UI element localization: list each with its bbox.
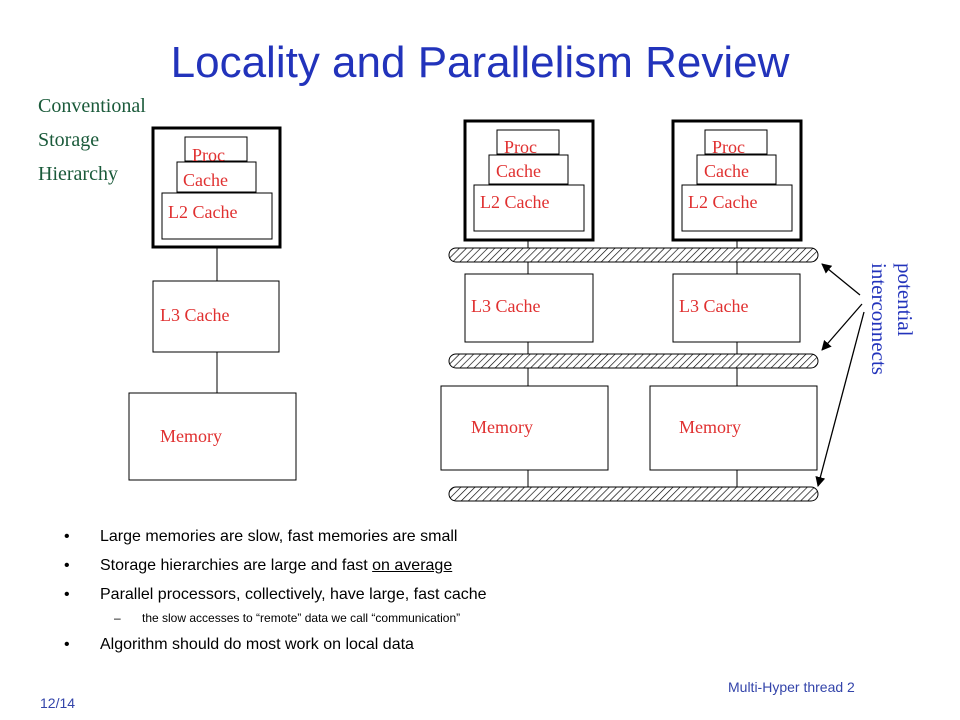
memory-label: Memory	[160, 426, 222, 446]
cache-box	[488, 154, 569, 185]
interconnect-bus	[448, 247, 819, 263]
footer-date: 12/14	[40, 695, 76, 711]
l2-cache-label: L2 Cache	[688, 192, 757, 212]
cache-label: Cache	[496, 161, 541, 181]
bullet-list: Large memories are slow, fast memories a…	[62, 528, 862, 665]
conventional-hierarchy-label: Conventional Storage Hierarchy	[38, 95, 151, 185]
arrow	[821, 303, 863, 351]
l3-cache-box	[464, 273, 594, 343]
bullet-text: Large memories are slow, fast memories a…	[100, 528, 458, 545]
arrow	[821, 263, 861, 296]
bullet-text: Parallel processors, collectively, have …	[100, 586, 487, 603]
l2-cache-label: L2 Cache	[168, 202, 237, 222]
memory-label: Memory	[679, 417, 741, 437]
interconnect-arrows	[815, 263, 865, 487]
memory-box	[128, 392, 297, 481]
cache-label: Cache	[704, 161, 749, 181]
processor-chip	[463, 119, 595, 242]
bullet-item: Storage hierarchies are large and fast o…	[62, 557, 862, 575]
l2-cache-label: L2 Cache	[480, 192, 549, 212]
cache-label: Cache	[183, 170, 228, 190]
memory-box	[440, 385, 609, 471]
l3-cache-label: L3 Cache	[679, 296, 748, 316]
interconnect-bus	[448, 353, 819, 369]
proc-box	[704, 129, 768, 155]
bullet-text: Storage hierarchies are large and fast	[100, 557, 373, 574]
proc-box	[496, 129, 560, 155]
slide-title: Locality and Parallelism Review	[170, 38, 790, 87]
l3-cache-label: L3 Cache	[160, 305, 229, 325]
memory-box	[649, 385, 818, 471]
cache-box	[176, 161, 257, 193]
bullet-text: the slow accesses to “remote” data we ca…	[142, 611, 461, 625]
l3-cache-label: L3 Cache	[471, 296, 540, 316]
conventional-label-line-2: Storage	[38, 129, 99, 151]
conventional-label-line-1: Conventional	[38, 95, 146, 117]
footer-course-label: Multi-Hyper thread 2	[728, 679, 855, 695]
conventional-stack: L2 Cache Cache Proc L3 Cache Memory	[128, 126, 297, 481]
bullet-item: Large memories are slow, fast memories a…	[62, 528, 862, 546]
interconnect-label-line-1: potential	[893, 263, 917, 337]
l2-cache-box	[161, 192, 273, 240]
bullet-text: Algorithm should do most work on local d…	[100, 636, 414, 653]
parallel-node-1: L2 Cache Cache Proc	[463, 119, 595, 242]
arrow	[815, 311, 865, 487]
l3-cache-box	[152, 280, 280, 353]
interconnect-bus	[448, 486, 819, 502]
l3-cache-box	[672, 273, 801, 343]
proc-label: Proc	[504, 137, 537, 157]
potential-interconnects-label: potential interconnects	[867, 263, 917, 375]
conventional-label-line-3: Hierarchy	[38, 163, 118, 185]
interconnect-label-line-2: interconnects	[867, 263, 891, 375]
bullet-underlined-text: on average	[372, 557, 453, 574]
cache-box	[696, 154, 777, 185]
bullet-item: Parallel processors, collectively, have …	[62, 586, 862, 604]
proc-label: Proc	[192, 145, 225, 165]
l2-cache-box	[681, 184, 793, 232]
proc-box	[184, 136, 248, 162]
l2-cache-box	[473, 184, 585, 232]
proc-label: Proc	[712, 137, 745, 157]
sub-bullet-item: the slow accesses to “remote” data we ca…	[62, 611, 862, 625]
memory-label: Memory	[471, 417, 533, 437]
bullet-item: Algorithm should do most work on local d…	[62, 636, 862, 654]
parallel-node-2: L2 Cache Cache Proc	[671, 119, 803, 242]
